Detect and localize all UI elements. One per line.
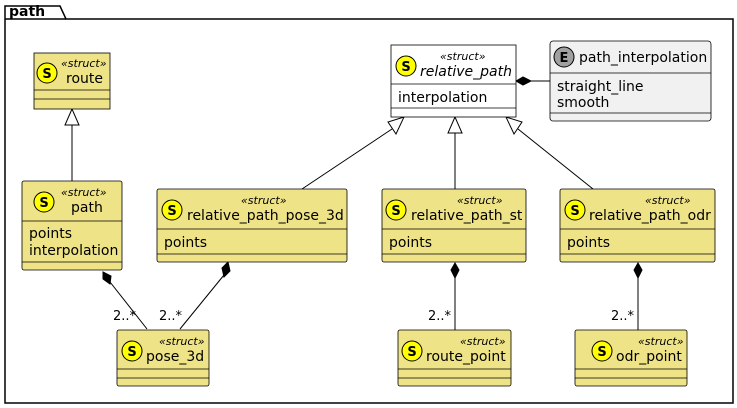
struct-badge-icon [564, 199, 586, 221]
enum-value: straight_line [557, 79, 644, 95]
badge-letter: S [391, 204, 400, 219]
class-name: relative_path [420, 64, 512, 80]
attribute: points [29, 226, 72, 242]
struct-badge-icon [395, 55, 417, 77]
multiplicity-odr-odr-point: 2..* [611, 309, 635, 324]
generalization-odr-relative-path [505, 116, 594, 190]
badge-letter: S [42, 67, 51, 82]
badge-letter: S [167, 204, 176, 219]
stereotype: «struct» [61, 57, 107, 70]
multiplicity-path-pose3d: 2..* [113, 309, 137, 324]
badge-letter: S [407, 345, 416, 360]
package-title: path [9, 4, 45, 20]
stereotype: «struct» [460, 335, 506, 348]
struct-badge-icon [36, 62, 58, 84]
class-name: path_interpolation [579, 50, 707, 66]
class-name: route_point [426, 349, 506, 365]
struct-badge-icon [401, 340, 423, 362]
enum-value: smooth [557, 95, 609, 111]
struct-badge-icon [385, 199, 407, 221]
composition-pose3d-rel-pose3d: 2..* [159, 261, 231, 330]
class-name: odr_point [616, 349, 682, 365]
attribute: points [164, 235, 207, 251]
class-relative-path[interactable]: S «struct» relative_path interpolation [390, 44, 517, 118]
stereotype: «struct» [645, 194, 691, 207]
badge-letter: S [401, 60, 410, 75]
stereotype: «struct» [61, 186, 107, 199]
composition-st-route-point: 2..* [428, 261, 460, 330]
stereotype: «struct» [457, 194, 503, 207]
class-relative-path-odr[interactable]: S «struct» relative_path_odr points [559, 188, 716, 263]
attribute: points [567, 235, 610, 251]
attribute: interpolation [29, 243, 118, 259]
class-name: relative_path_pose_3d [187, 208, 344, 224]
composition-odr-odr-point: 2..* [611, 261, 643, 330]
class-relative-path-st[interactable]: S «struct» relative_path_st points [381, 188, 527, 263]
badge-letter: S [127, 345, 136, 360]
enum-path-interpolation[interactable]: E path_interpolation straight_line smoot… [549, 40, 712, 122]
struct-badge-icon [591, 340, 613, 362]
generalization-st-relative-path [447, 115, 463, 189]
class-name: relative_path_st [411, 208, 523, 224]
attribute: interpolation [398, 90, 487, 106]
stereotype: «struct» [159, 335, 205, 348]
class-name: route [66, 71, 103, 87]
class-path[interactable]: S «struct» path points interpolation [21, 180, 123, 271]
struct-badge-icon [161, 199, 183, 221]
struct-badge-icon [121, 340, 143, 362]
class-name: relative_path_odr [589, 208, 711, 224]
class-route[interactable]: S «struct» route [33, 52, 111, 110]
enum-badge-icon [553, 46, 575, 68]
badge-letter: S [570, 204, 579, 219]
class-name: path [71, 200, 103, 216]
class-route-point[interactable]: S «struct» route_point [397, 329, 512, 387]
package-path: path [4, 4, 734, 404]
badge-letter: E [560, 51, 569, 66]
multiplicity-st-route-point: 2..* [428, 309, 452, 324]
struct-badge-icon [33, 191, 55, 213]
multiplicity-pose3d-pose3d: 2..* [159, 309, 183, 324]
class-pose-3d[interactable]: S «struct» pose_3d [116, 329, 210, 387]
class-name: pose_3d [146, 349, 204, 365]
badge-letter: S [39, 196, 48, 211]
attribute: points [389, 235, 432, 251]
stereotype: «struct» [638, 335, 684, 348]
stereotype: «struct» [241, 194, 287, 207]
composition-path-pose3d: 2..* [102, 271, 148, 330]
badge-letter: S [597, 345, 606, 360]
stereotype: «struct» [440, 50, 486, 63]
class-odr-point[interactable]: S «struct» odr_point [574, 329, 688, 387]
composition-relative-path-interpolation [514, 76, 550, 86]
generalization-path-route [64, 107, 80, 181]
class-relative-path-pose-3d[interactable]: S «struct» relative_path_pose_3d points [156, 188, 348, 263]
generalization-pose3d-relative-path [301, 116, 405, 190]
